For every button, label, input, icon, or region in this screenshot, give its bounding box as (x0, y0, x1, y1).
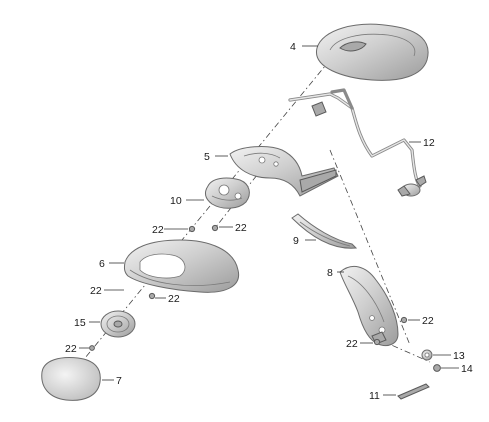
label-22-e: 22 (422, 315, 434, 327)
label-12: 12 (423, 137, 435, 149)
label-9: 9 (293, 235, 299, 247)
label-22-d: 22 (168, 293, 180, 305)
label-5: 5 (204, 151, 210, 163)
label-22-c: 22 (90, 285, 102, 297)
part-9-trim-strip (291, 213, 358, 249)
label-4: 4 (290, 41, 296, 53)
label-22-f: 22 (346, 338, 358, 350)
part-10-adjust-motor (204, 177, 250, 209)
label-15: 15 (74, 317, 86, 329)
label-7: 7 (116, 375, 122, 387)
label-22-b: 22 (235, 222, 247, 234)
part-15-actuator-disc (89, 310, 136, 351)
label-14: 14 (461, 363, 473, 375)
label-13: 13 (453, 350, 465, 362)
label-8: 8 (327, 267, 333, 279)
part-7-mirror-glass (41, 357, 101, 401)
part-22-screws-upper (188, 224, 219, 233)
part-8-support-bracket (339, 265, 399, 347)
label-22-g: 22 (65, 343, 77, 355)
callout-labels: 4 12 5 10 22 22 9 6 8 22 22 22 15 22 22 … (65, 41, 473, 402)
label-22-a: 22 (152, 224, 164, 236)
part-4-housing-cover (316, 23, 429, 81)
label-6: 6 (99, 258, 105, 270)
part-6-mirror-housing (123, 239, 240, 300)
leader-lines (79, 45, 459, 396)
part-11-trim-rail (397, 383, 430, 400)
part-14-clip (433, 364, 441, 372)
label-10: 10 (170, 195, 182, 207)
part-13-grommet (421, 349, 433, 361)
label-11: 11 (369, 390, 380, 402)
part-5-mirror-base (229, 146, 339, 197)
part-22-screws-right (373, 316, 408, 346)
part-12-wiring-harness (288, 88, 427, 197)
